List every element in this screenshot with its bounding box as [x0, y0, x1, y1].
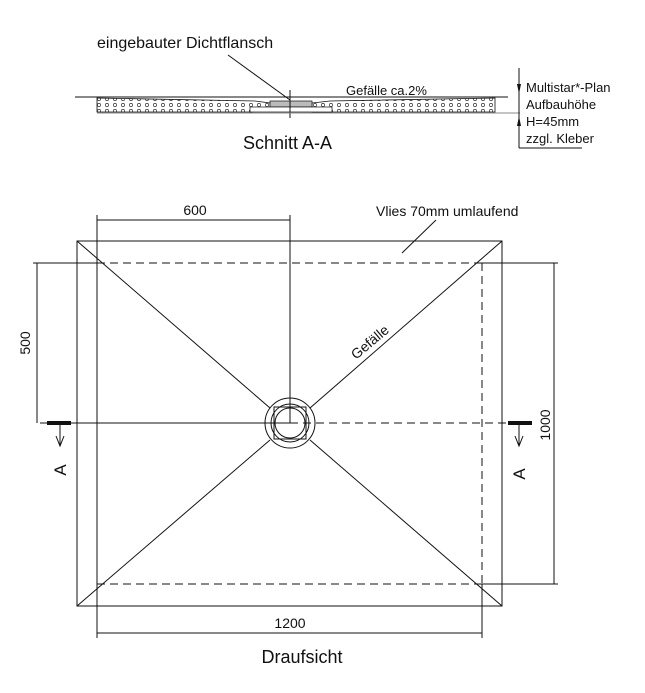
- right-gravel-bed: [311, 97, 496, 113]
- fleece-label: Vlies 70mm umlaufend: [376, 203, 518, 219]
- spec-line-1: Multistar*-Plan: [526, 80, 611, 95]
- section-slope-label: Gefälle ca.2%: [346, 83, 427, 98]
- section-marker-left-arrowhead: [55, 435, 65, 448]
- dimension-1200: 1200: [274, 615, 305, 631]
- drain-body: [249, 106, 333, 113]
- spec-line-2: Aufbauhöhe: [526, 97, 596, 112]
- section-marker-left-bar: [47, 421, 71, 425]
- left-gravel-bed: [96, 97, 271, 113]
- section-marker-right-bar: [508, 421, 532, 425]
- section-view: eingebauter Dichtflansch Gefälle ca.2% S…: [75, 35, 611, 153]
- section-marker-right: A: [510, 468, 529, 480]
- section-marker-left: A: [51, 464, 70, 476]
- dimension-1000: 1000: [537, 409, 553, 440]
- slope-line-br: [309, 439, 503, 607]
- fleece-leader-line: [401, 219, 437, 254]
- slope-line-bl: [76, 439, 271, 607]
- dimension-500: 500: [17, 331, 33, 355]
- plan-title: Draufsicht: [261, 647, 342, 667]
- slope-line-tr: [309, 240, 503, 409]
- slope-line-tl: [76, 240, 271, 409]
- spec-line-4: zzgl. Kleber: [526, 131, 595, 146]
- section-marker-right-arrowhead: [514, 435, 524, 448]
- flange-leader-line: [227, 54, 291, 101]
- flange-label: eingebauter Dichtflansch: [97, 35, 273, 52]
- dimension-600: 600: [183, 202, 207, 218]
- section-title: Schnitt A-A: [243, 133, 332, 153]
- spec-line-3: H=45mm: [526, 114, 579, 129]
- plan-view: 600 500 1000 1200 Vlies 70mm umlaufend G…: [17, 202, 558, 667]
- drain-flange: [269, 100, 313, 108]
- drain-icon: [264, 397, 316, 449]
- height-arrows: [517, 84, 521, 126]
